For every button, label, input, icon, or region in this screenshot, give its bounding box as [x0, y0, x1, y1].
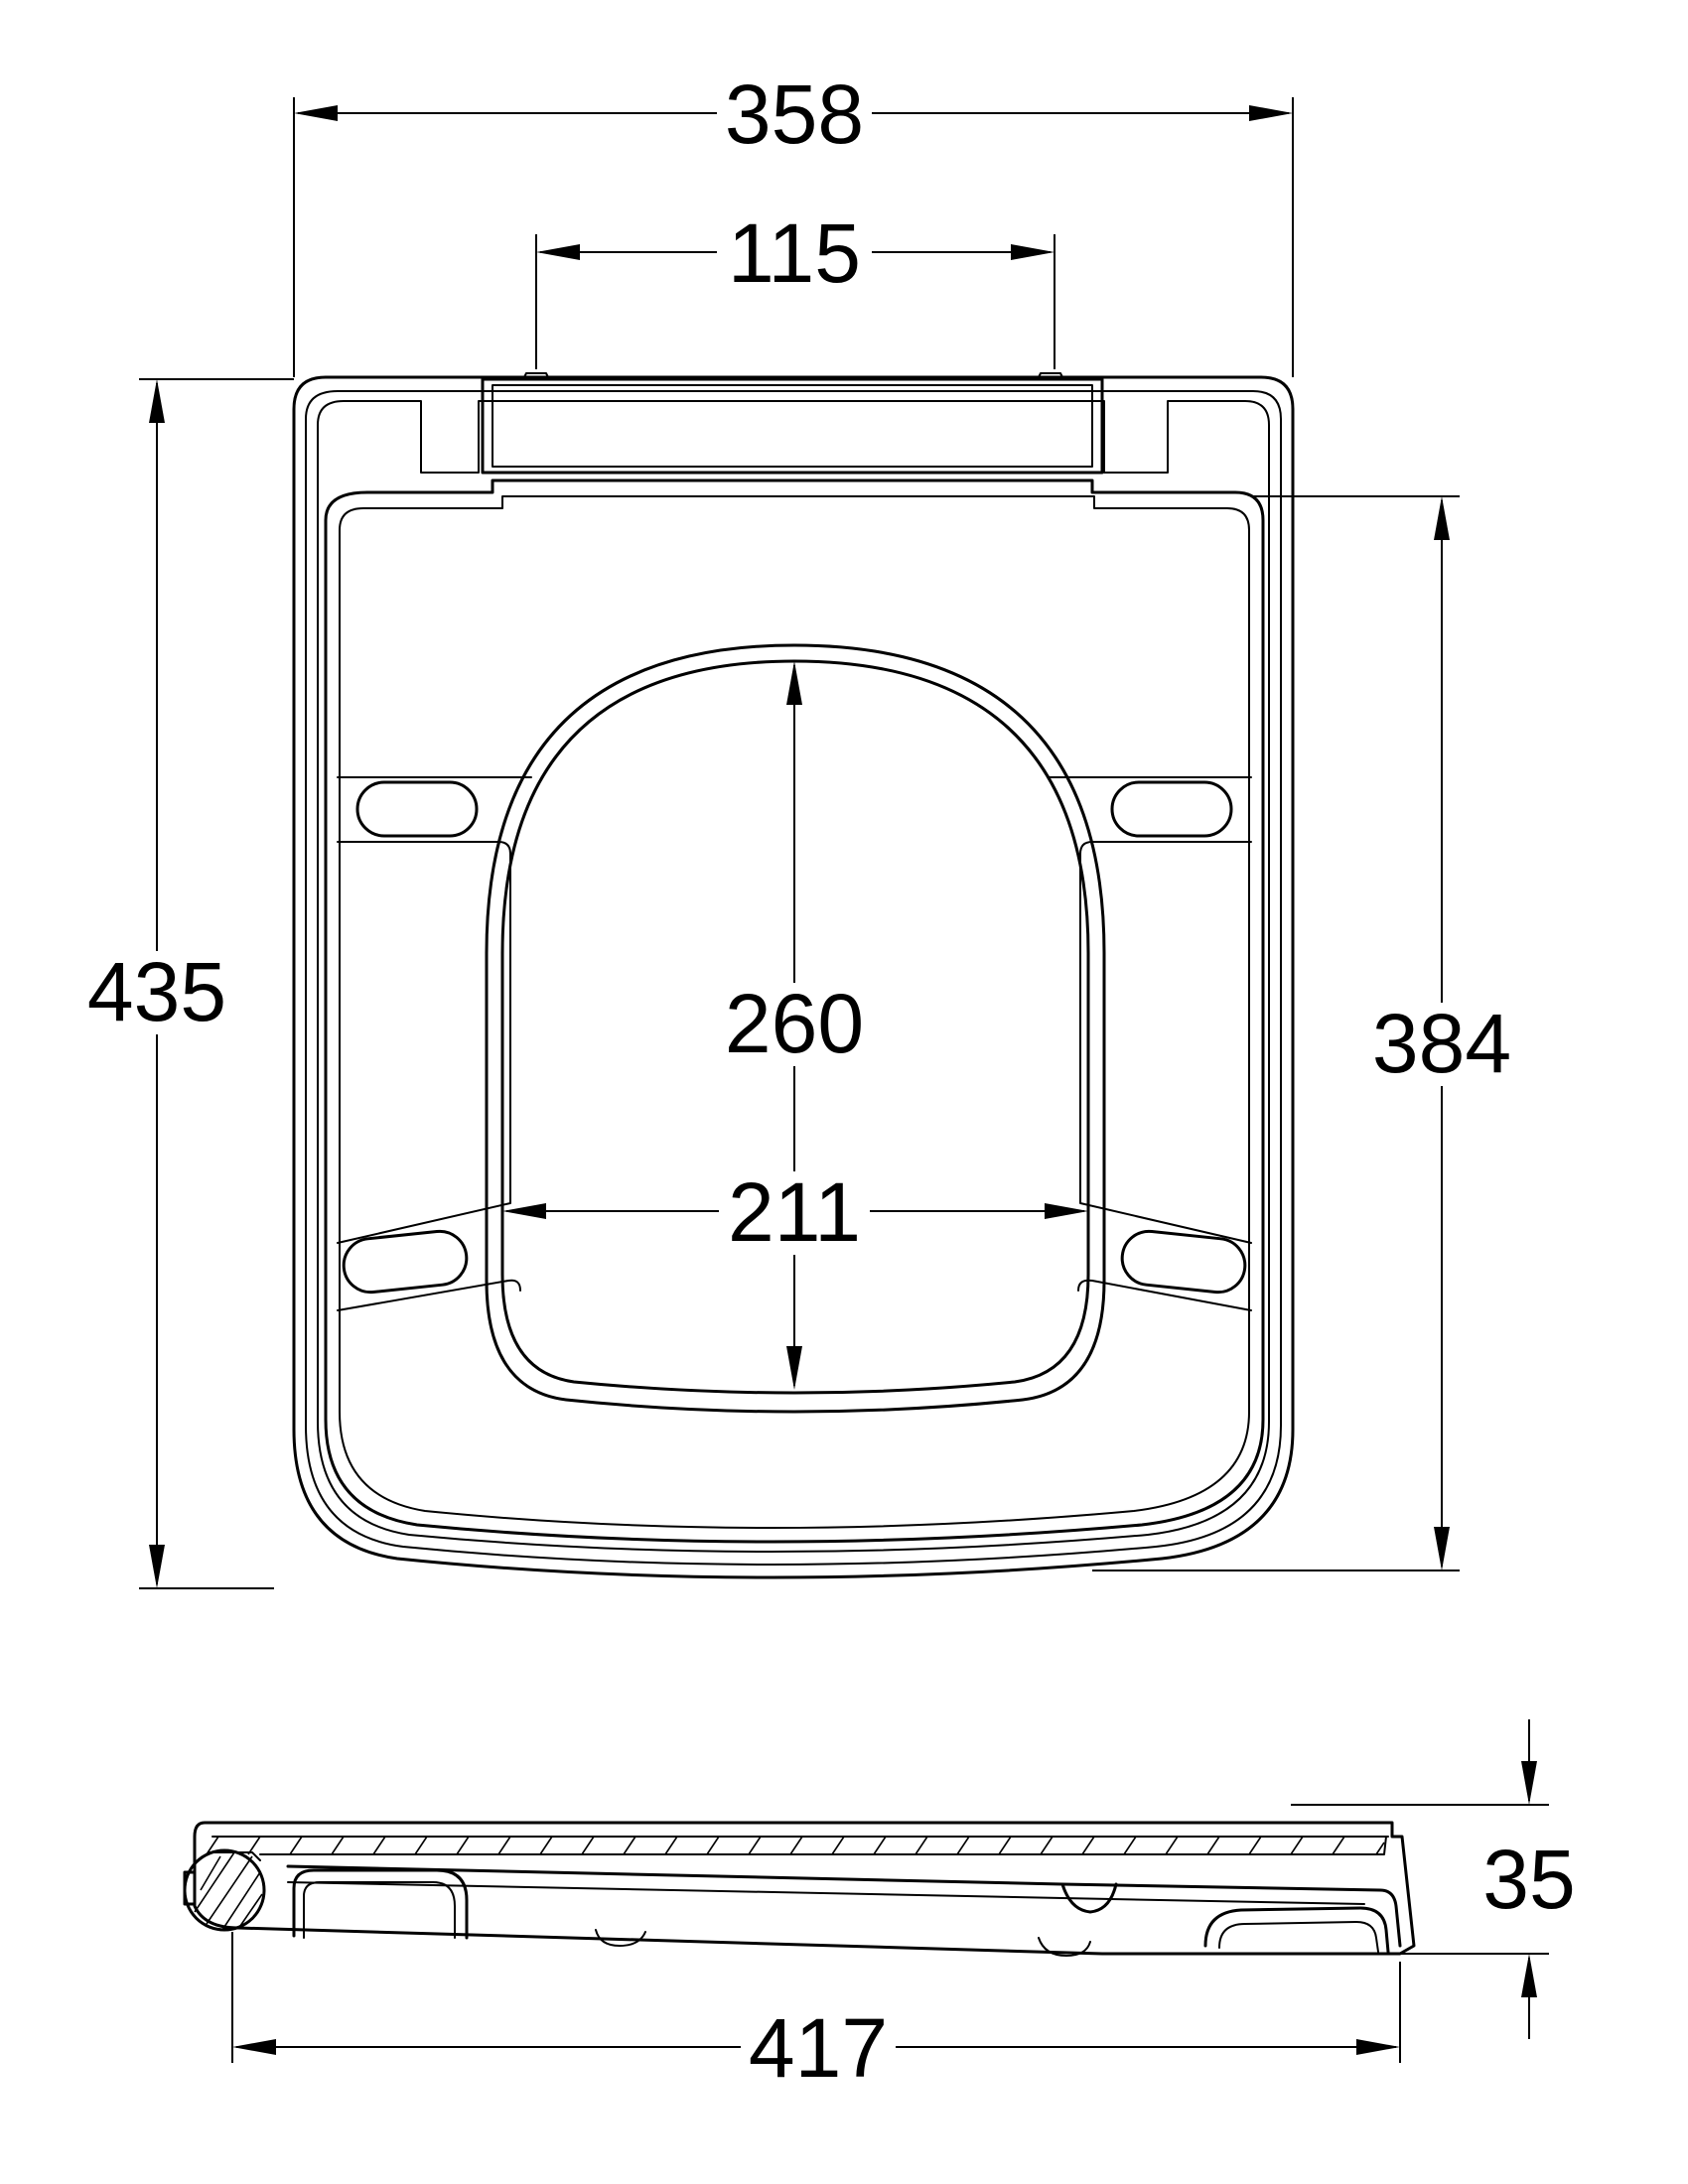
rear-bumper-left	[292, 1868, 469, 1940]
hinge-bar	[481, 372, 1104, 475]
dim-opening-width: 211	[728, 1165, 861, 1259]
dim-opening-length: 260	[725, 977, 864, 1070]
lid-inner-panel-2	[339, 495, 1250, 1529]
bumper-bottom-left	[342, 1229, 469, 1295]
seat-opening-inner	[500, 659, 1090, 1395]
rear-bumper-left-inner	[303, 1881, 456, 1939]
lid-profile	[193, 1821, 1416, 1956]
top-view	[292, 372, 1295, 1579]
dim-hinge-spacing: 115	[728, 206, 861, 300]
lid-hatching	[206, 1836, 1385, 1855]
bumper-top-left	[355, 780, 479, 838]
lid-inner-panel	[324, 478, 1265, 1544]
dim-side-length: 417	[749, 2001, 888, 2095]
lid-top-line-2	[259, 1836, 1387, 1855]
dim-height: 35	[1482, 1833, 1575, 1926]
feet	[595, 1929, 1091, 1957]
seat-opening-outer	[485, 643, 1106, 1414]
seat-outline-2	[305, 390, 1282, 1566]
dimension-labels: 358 115 435 384 260 211 35 417	[83, 68, 1576, 2095]
side-view	[183, 1821, 1416, 1957]
seat-profile	[286, 1864, 1402, 1948]
rear-bumper-right	[1203, 1906, 1390, 1954]
dim-overall-length: 435	[87, 945, 226, 1038]
dim-overall-width: 358	[725, 68, 864, 161]
front-bumper	[1060, 1882, 1118, 1914]
dim-inner-length: 384	[1372, 997, 1511, 1090]
hinge-cylinder	[183, 1848, 266, 1932]
seat-profile-2	[287, 1881, 1365, 1905]
bumper-bottom-right	[1120, 1229, 1247, 1295]
bumper-top-right	[1110, 780, 1233, 838]
seat-outline-3	[317, 400, 1270, 1553]
seat-outer-outline	[292, 375, 1295, 1579]
rear-bumper-right-inner	[1218, 1921, 1379, 1953]
